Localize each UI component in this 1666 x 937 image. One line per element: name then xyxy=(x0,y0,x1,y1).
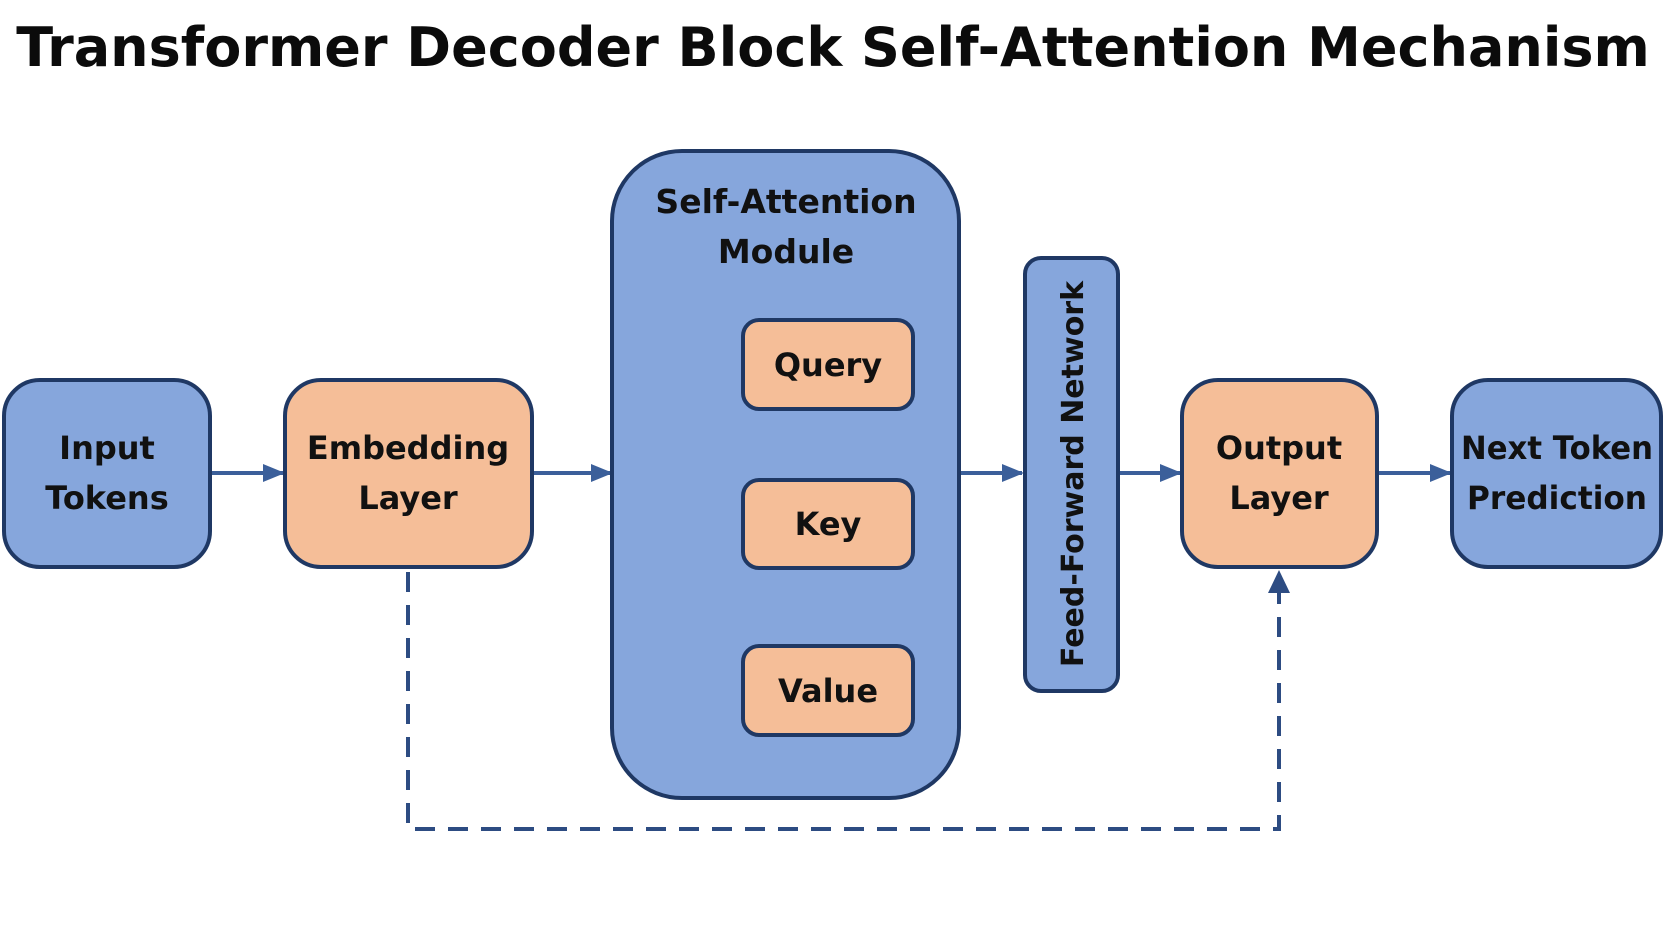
node-output-layer: Output Layer xyxy=(1180,378,1379,569)
embedding-layer-label-line1: Embedding xyxy=(307,429,509,467)
next-token-label-line1: Next Token xyxy=(1461,429,1653,467)
edge-residual-dashed xyxy=(406,572,1281,831)
node-query: Query xyxy=(741,318,915,411)
ffn-label: Feed-Forward Network xyxy=(1056,280,1091,667)
self-attention-label-line1: Self-Attention xyxy=(655,182,916,221)
node-embedding-layer: Embedding Layer xyxy=(283,378,534,569)
input-tokens-label-line1: Input xyxy=(59,429,155,467)
embedding-layer-label-line2: Layer xyxy=(358,479,458,517)
self-attention-label-line2: Module xyxy=(718,232,854,271)
input-tokens-label-line2: Tokens xyxy=(45,479,169,517)
node-key: Key xyxy=(741,478,915,570)
residual-arrowhead xyxy=(1268,570,1290,593)
query-label: Query xyxy=(774,346,882,384)
output-layer-label-line1: Output xyxy=(1216,429,1342,467)
value-label: Value xyxy=(778,672,878,710)
next-token-label-line2: Prediction xyxy=(1467,479,1647,517)
node-feed-forward-network: Feed-Forward Network xyxy=(1023,256,1120,693)
node-self-attention-module: Self-Attention Module xyxy=(610,149,961,800)
node-input-tokens: Input Tokens xyxy=(2,378,212,569)
output-layer-label-line2: Layer xyxy=(1229,479,1329,517)
node-value: Value xyxy=(741,644,915,737)
key-label: Key xyxy=(795,505,862,543)
diagram-title: Transformer Decoder Block Self-Attention… xyxy=(16,16,1650,79)
node-next-token-prediction: Next Token Prediction xyxy=(1450,378,1663,569)
